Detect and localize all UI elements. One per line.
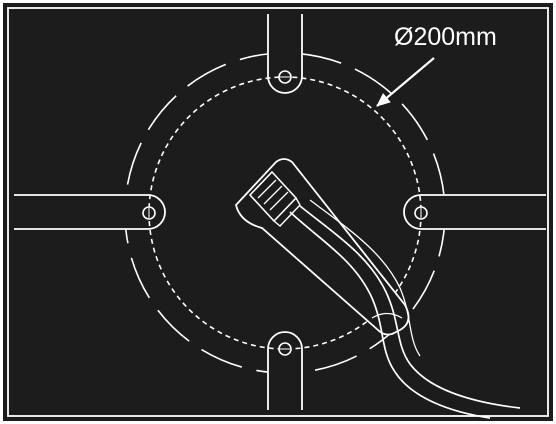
screw-hole-right [414, 206, 428, 220]
inner-frame [7, 7, 549, 417]
right-bracket-arm [403, 194, 546, 230]
dimension-leader [376, 57, 435, 107]
screw-hole-bottom [278, 342, 292, 356]
top-bracket-arm [267, 14, 303, 94]
connector-block [248, 170, 301, 227]
screw-hole-left [142, 206, 156, 220]
bottom-bracket-arm [267, 331, 303, 410]
power-cable [289, 199, 521, 419]
screw-hole-top [278, 70, 292, 84]
dimension-label: Ø200mm [394, 23, 497, 51]
left-bracket-arm [14, 194, 166, 230]
